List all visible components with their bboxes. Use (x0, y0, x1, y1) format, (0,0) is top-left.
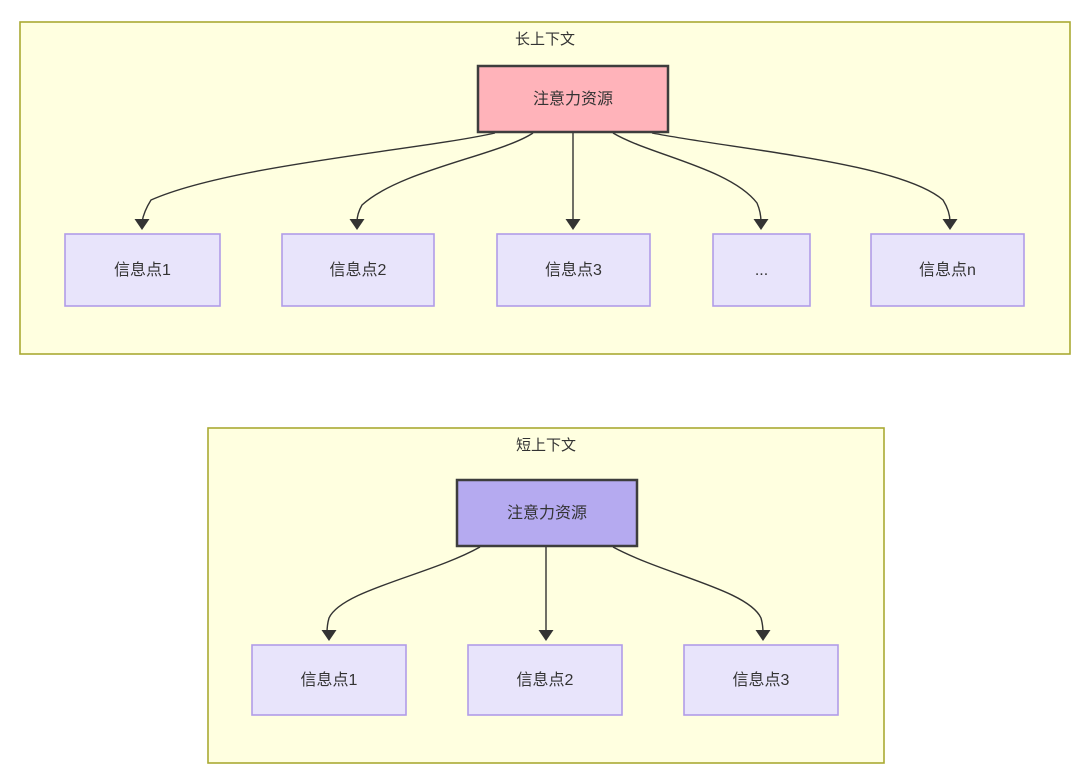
leaf-node-label-long-context-1: 信息点1 (114, 261, 171, 279)
leaf-node-label-long-context-2: 信息点2 (330, 261, 387, 279)
leaf-node-box-long-context-4[interactable] (712, 233, 811, 307)
leaf-node-label-short-context-1: 信息点1 (301, 671, 358, 689)
root-node-label-short-context: 注意力资源 (507, 503, 587, 522)
edge-short-context-3 (612, 546, 764, 634)
leaf-node-label-long-context-4: ... (755, 262, 768, 279)
leaf-node-box-short-context-3[interactable] (683, 644, 839, 716)
leaf-node-label-short-context-2: 信息点2 (517, 671, 574, 689)
leaf-node-label-long-context-5: 信息点n (919, 261, 976, 279)
arrowhead-long-context-1 (134, 219, 150, 230)
arrowhead-long-context-5 (942, 219, 958, 230)
arrowhead-long-context-4 (753, 219, 769, 230)
root-node-label-long-context: 注意力资源 (533, 89, 613, 108)
arrowhead-long-context-3 (565, 219, 581, 230)
edge-short-context-1 (326, 546, 481, 634)
leaf-node-box-short-context-1[interactable] (251, 644, 407, 716)
edge-long-context-4 (612, 132, 762, 223)
leaf-node-box-long-context-3[interactable] (496, 233, 651, 307)
leaf-node-box-short-context-2[interactable] (467, 644, 623, 716)
leaf-node-label-long-context-3: 信息点3 (545, 261, 602, 279)
leaf-node-box-long-context-1[interactable] (64, 233, 221, 307)
root-node-box-short-context[interactable] (455, 478, 639, 548)
leaf-node-label-short-context-3: 信息点3 (733, 671, 790, 689)
root-node-box-long-context[interactable] (476, 64, 670, 134)
arrowhead-short-context-2 (538, 630, 554, 641)
edge-long-context-5 (651, 132, 951, 223)
arrowhead-short-context-1 (321, 630, 337, 641)
edge-long-context-1 (141, 132, 496, 223)
leaf-node-box-long-context-5[interactable] (870, 233, 1025, 307)
edge-long-context-2 (356, 132, 534, 223)
group-title-short-context: 短上下文 (516, 437, 576, 454)
leaf-node-box-long-context-2[interactable] (281, 233, 435, 307)
arrowhead-long-context-2 (349, 219, 365, 230)
arrowhead-short-context-3 (755, 630, 771, 641)
group-title-long-context: 长上下文 (515, 31, 575, 48)
